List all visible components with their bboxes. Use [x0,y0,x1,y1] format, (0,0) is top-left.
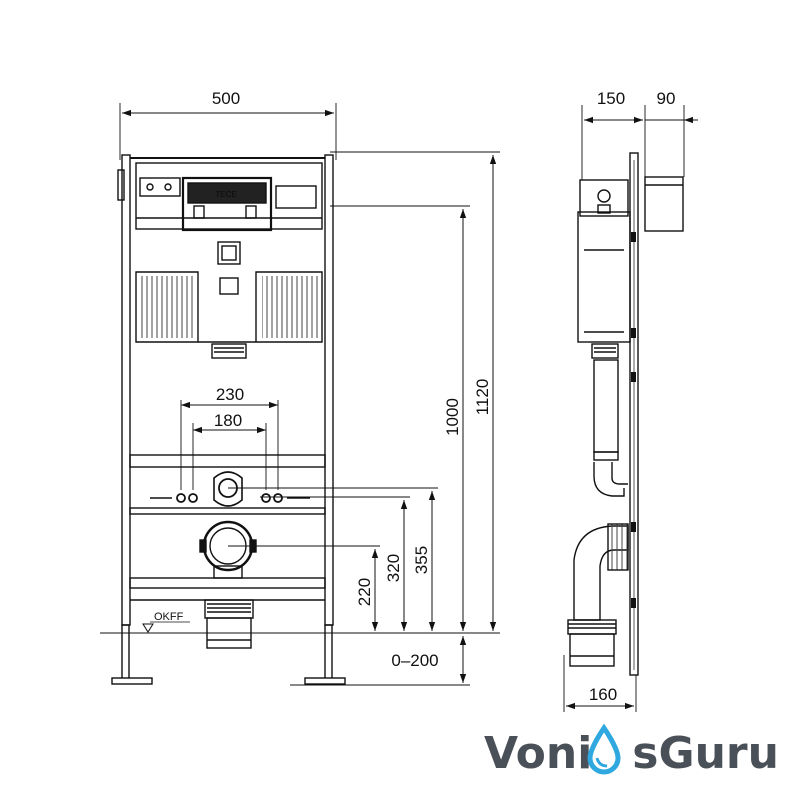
side-view [567,152,684,676]
reference-lines [100,103,500,686]
dim-label-230: 230 [216,385,244,404]
flush-plate-badge [187,182,267,204]
dim-label-160: 160 [589,685,617,704]
side-frame-post [629,152,639,676]
dim-label-320: 320 [384,554,403,582]
dimension-lines-side [566,116,698,710]
floor-level-label: OKFF [154,611,184,623]
side-cistern-body [577,211,631,343]
dim-label-0-200: 0–200 [391,651,438,670]
fixing-bolt-right-outer [273,493,283,503]
front-view: TECE [111,154,346,685]
fixing-bolt-right-inner [261,493,271,503]
waste-pipe-bracket [213,565,243,579]
side-flush-pipe [593,359,619,453]
side-cistern-top [579,179,629,217]
fixing-bolt-left-outer [176,493,186,503]
logo-text-guru: Guru [658,728,778,779]
dimension-lines-front [122,109,497,683]
flush-pipe-connector [211,343,247,359]
crossbar-upper [129,454,326,468]
fixing-bolt-left-inner [188,493,198,503]
floor-level-marker: OKFF [142,611,190,633]
dim-label-90: 90 [657,89,676,108]
dim-label-150: 150 [597,89,625,108]
dim-label-500: 500 [212,89,240,108]
inspection-shaft-bottom [219,277,239,295]
side-flush-pipe-collar [591,343,619,359]
side-waste-pipe-collar [607,523,629,571]
dim-label-1000: 1000 [443,398,462,436]
drain-outlet-collar [204,599,254,619]
dim-label-355: 355 [412,546,431,574]
crossbar-middle [129,507,326,515]
inspection-shaft-top [217,241,241,265]
side-reference-lines [563,105,685,712]
dim-label-1120: 1120 [473,379,492,416]
logo-text-voni: Voni [484,728,592,779]
water-drop-icon [587,723,621,775]
dim-label-220: 220 [355,578,374,606]
dimension-labels-front: 500 230 180 1120 1000 355 320 220 0–200 [212,89,492,670]
side-drain-pipe [569,633,615,667]
cistern-box-right [275,185,317,209]
frame-foot-right [304,624,346,685]
water-inlet-housing [213,471,243,507]
cistern-ribs-left [140,276,196,338]
crossbar-lower [129,577,326,589]
frame-post-left [121,154,131,626]
dim-label-180: 180 [214,411,242,430]
dimension-labels-side: 150 90 160 [589,89,676,704]
cistern-body [135,271,323,343]
logo-text-s: s [632,728,658,779]
frame-foot-left [111,624,153,685]
side-flush-pipe-bend [593,462,625,497]
side-flush-plate-box [644,176,684,232]
flush-plate-opening [181,176,273,232]
svg-text:TECE: TECE [215,190,237,199]
cistern-valve-left [139,177,181,197]
side-drain-collar [567,619,617,635]
frame-post-right [324,154,334,626]
cistern-ribs-right [262,276,318,338]
